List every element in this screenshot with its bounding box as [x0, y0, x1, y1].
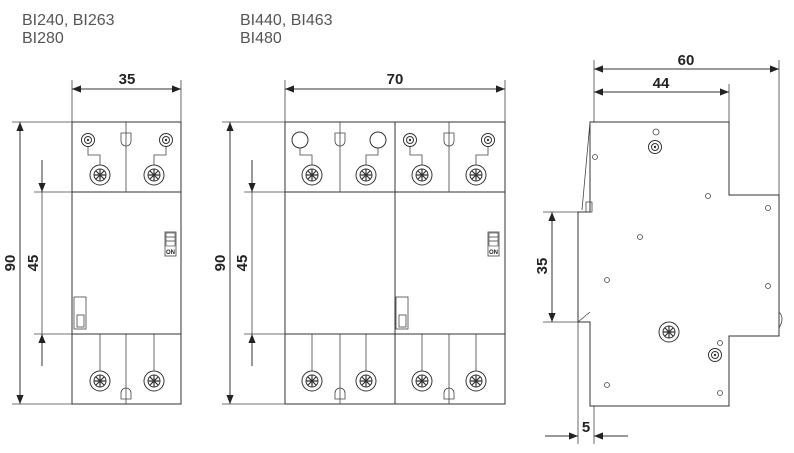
left-inner-label: 45 [25, 255, 42, 272]
terminal-icon [465, 164, 487, 186]
middle-height-label: 90 [212, 255, 229, 272]
terminal-icon [301, 164, 323, 186]
middle-front-view: ON 70 90 45 [212, 71, 506, 405]
side-total-label: 60 [678, 52, 695, 69]
side-depth-label: 44 [653, 75, 670, 92]
terminal-icon [301, 370, 323, 392]
screw-icon [708, 348, 722, 362]
terminal-icon [89, 370, 111, 392]
middle-model-line2: BI480 [240, 30, 282, 47]
switch-on-label-2: ON [489, 250, 498, 256]
left-width-label: 35 [119, 71, 136, 88]
middle-width-label: 70 [387, 71, 404, 88]
terminal-icon [89, 164, 111, 186]
screw-icon [403, 133, 417, 147]
side-offset-label: 5 [582, 419, 590, 436]
switch-on-label: ON [166, 250, 175, 256]
terminal-icon [355, 370, 377, 392]
terminal-icon [658, 321, 680, 343]
left-model-line2: BI280 [22, 30, 64, 47]
side-rail-label: 35 [534, 258, 551, 275]
screw-icon [81, 133, 95, 147]
terminal-icon [411, 370, 433, 392]
screw-icon [481, 133, 495, 147]
side-view: 60 44 35 5 [534, 52, 783, 444]
terminal-icon [411, 164, 433, 186]
terminal-icon [143, 370, 165, 392]
left-model-labels: BI240, BI263 BI280 [22, 12, 115, 48]
terminal-icon [355, 164, 377, 186]
middle-model-line1: BI440, BI463 [240, 12, 333, 29]
middle-model-labels: BI440, BI463 BI480 [240, 12, 333, 48]
left-height-label: 90 [2, 255, 19, 272]
screw-icon [159, 133, 173, 147]
middle-inner-label: 45 [234, 255, 251, 272]
terminal-icon [143, 164, 165, 186]
terminal-icon [465, 370, 487, 392]
left-front-view: ON 35 90 45 [2, 71, 182, 405]
left-model-line1: BI240, BI263 [22, 12, 115, 29]
screw-icon [648, 140, 662, 154]
